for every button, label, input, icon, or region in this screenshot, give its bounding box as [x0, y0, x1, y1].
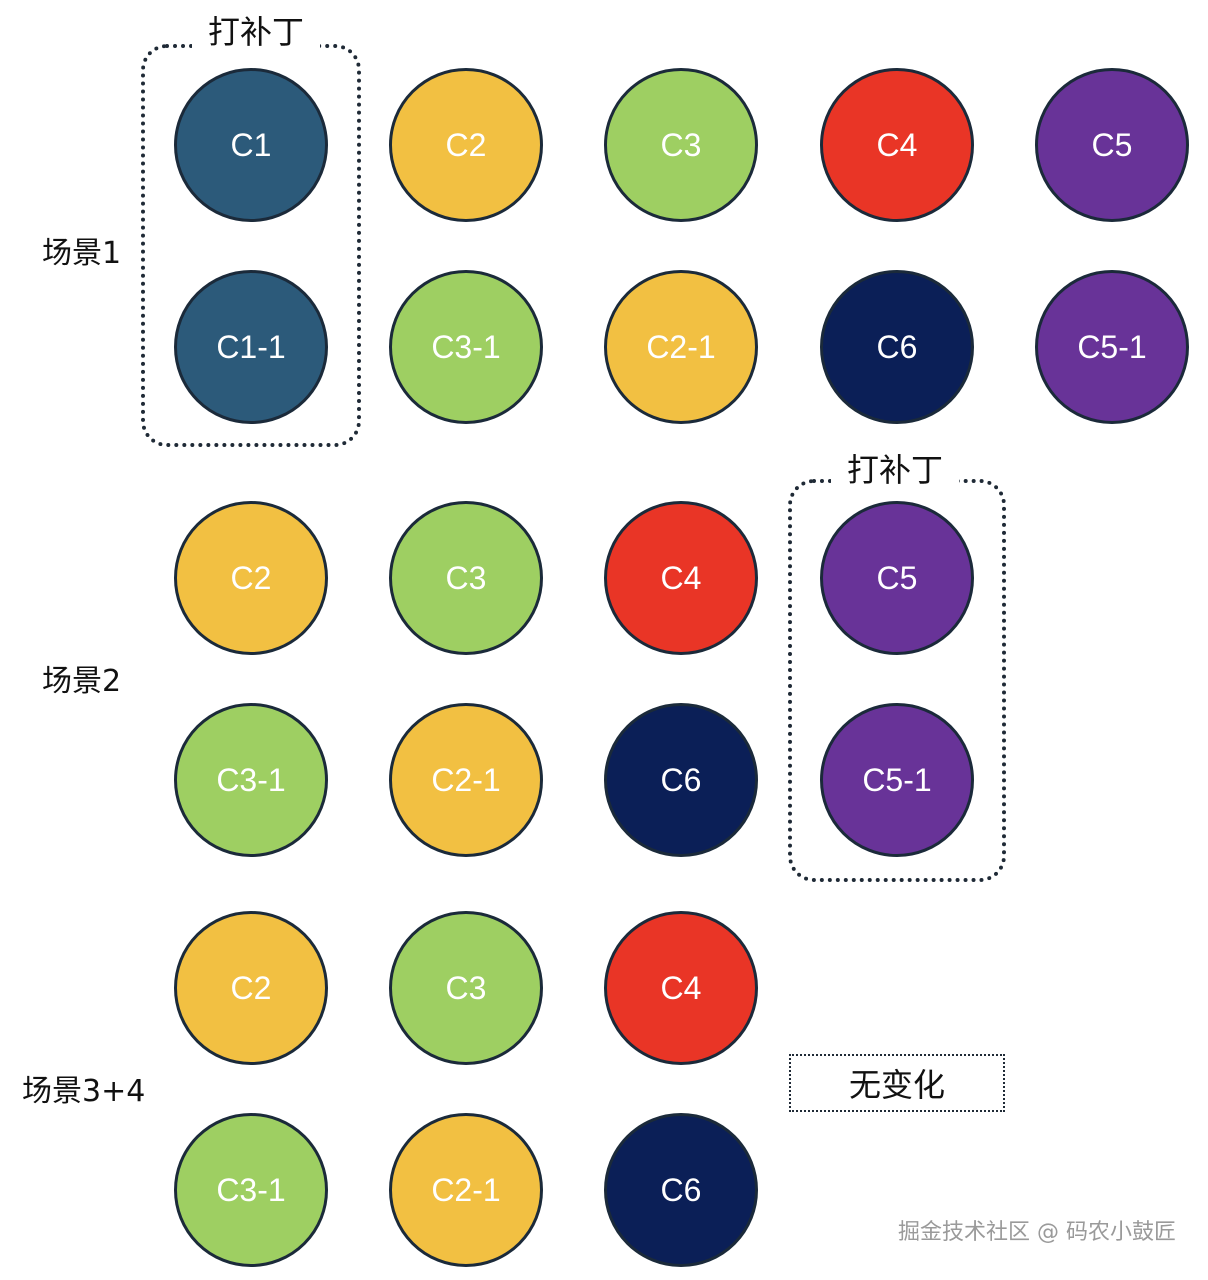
- scene-3-4-node: C6: [604, 1113, 758, 1267]
- scene-2-label: 场景2: [42, 664, 122, 699]
- scene-2-node: C3-1: [174, 703, 328, 857]
- scene-1-node: C1-1: [174, 270, 328, 424]
- scene-1-node: C5: [1035, 68, 1189, 222]
- scene-1-node: C3-1: [389, 270, 543, 424]
- scene-1-node: C2: [389, 68, 543, 222]
- scene-3-4-node: C2-1: [389, 1113, 543, 1267]
- scene-1-node: C4: [820, 68, 974, 222]
- scene-3-4-node: C2: [174, 911, 328, 1065]
- scene-1-patch-title: 打补丁: [192, 16, 321, 48]
- scene-2-node: C5-1: [820, 703, 974, 857]
- scene-3-4-node: C3-1: [174, 1113, 328, 1267]
- scene-1-label: 场景1: [42, 236, 122, 271]
- scene-2-node: C2-1: [389, 703, 543, 857]
- scene-3-4-node: C3: [389, 911, 543, 1065]
- scene-3-4-node: C4: [604, 911, 758, 1065]
- scene-1-node: C2-1: [604, 270, 758, 424]
- scene-2-node: C3: [389, 501, 543, 655]
- scene-1-node: C3: [604, 68, 758, 222]
- scene-1-node: C6: [820, 270, 974, 424]
- watermark: 掘金技术社区 @ 码农小鼓匠: [898, 1220, 1176, 1245]
- scene-2-node: C5: [820, 501, 974, 655]
- scene-2-node: C6: [604, 703, 758, 857]
- scene-1-node: C5-1: [1035, 270, 1189, 424]
- scene-3-4-label: 场景3+4: [22, 1074, 146, 1109]
- scene-1-node: C1: [174, 68, 328, 222]
- scene-2-node: C4: [604, 501, 758, 655]
- scene-2-patch-title: 打补丁: [831, 454, 960, 486]
- no-change-note: 无变化: [789, 1054, 1005, 1112]
- scene-2-node: C2: [174, 501, 328, 655]
